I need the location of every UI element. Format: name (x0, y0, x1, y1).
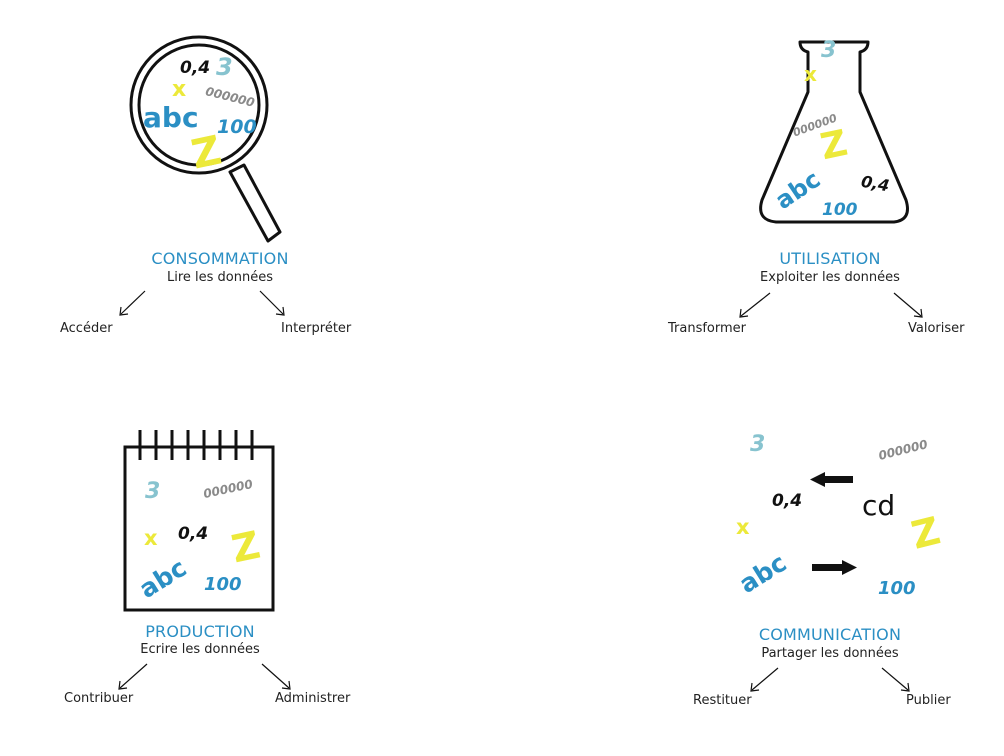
token-x: x (736, 515, 750, 539)
branch-left-label: Accéder (60, 321, 113, 336)
branch-right-label: Interpréter (281, 321, 352, 336)
token-x: x (144, 526, 158, 550)
token-hundred: 100 (822, 200, 858, 220)
notepad-icon (123, 430, 275, 612)
branch-arrows-icon (750, 667, 910, 692)
token-zero-four: 0,4 (178, 524, 209, 544)
token-cd: cd (862, 489, 896, 522)
token-zero-four: 0,4 (772, 491, 803, 511)
panel-communication: 3 000000 0,4 cd x Z abc 100 COMMUNICATIO… (500, 378, 1004, 756)
branch-right-label: Valoriser (908, 321, 965, 336)
section-title: UTILISATION (779, 249, 881, 268)
section-subtitle: Partager les données (761, 646, 899, 661)
token-three: 3 (145, 479, 161, 504)
token-three: 3 (216, 53, 233, 81)
arrow-left-icon (119, 290, 285, 316)
token-three: 3 (821, 38, 837, 63)
token-three: 3 (750, 432, 766, 457)
token-x: x (804, 62, 817, 86)
token-zero-four: 0,4 (180, 58, 211, 78)
section-title: COMMUNICATION (758, 625, 902, 644)
section-subtitle: Lire les données (166, 270, 273, 285)
section-title: PRODUCTION (145, 622, 255, 641)
section-subtitle: Exploiter les données (760, 270, 900, 285)
token-hundred: 100 (878, 578, 916, 599)
token-hundred: 100 (217, 116, 257, 138)
branch-right-label: Administrer (275, 691, 351, 706)
panel-utilisation: 3 x 000000 Z 0,4 abc 100 UTILISATION Exp… (500, 0, 1004, 378)
branch-left-label: Contribuer (64, 691, 134, 706)
branch-left-label: Transformer (668, 321, 747, 336)
section-subtitle: Ecrire les données (140, 642, 260, 657)
branch-arrows-icon (118, 663, 291, 690)
token-abc: abc (143, 101, 199, 134)
token-x: x (172, 77, 187, 102)
token-hundred: 100 (204, 574, 242, 595)
exchange-arrows-icon (810, 472, 857, 575)
magnifying-glass-icon (129, 35, 282, 243)
panel-consommation: 0,4 3 x 000000 abc 100 Z CONSOMMATION Li… (0, 0, 500, 378)
branch-left-label: Restituer (693, 693, 752, 708)
branch-arrows-icon (739, 292, 923, 318)
branch-right-label: Publier (906, 693, 951, 708)
flask-icon (759, 40, 909, 224)
section-title: CONSOMMATION (151, 249, 289, 268)
panel-production: 3 000000 0,4 x Z abc 100 PRODUCTION Ecri… (0, 378, 500, 756)
